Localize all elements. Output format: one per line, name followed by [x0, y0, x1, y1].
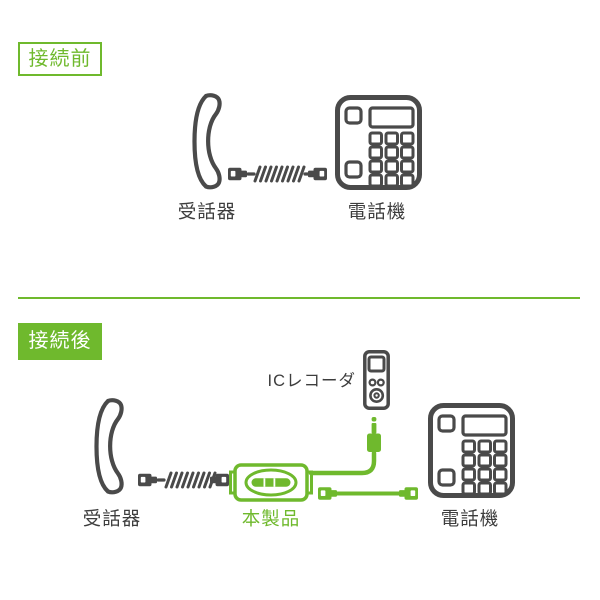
after-connection-tag: 接続後	[18, 323, 102, 360]
coiled-cord-icon	[138, 471, 229, 489]
rj-plug-icon	[399, 487, 418, 500]
telephone-icon	[431, 406, 513, 496]
rj-plug-icon	[138, 473, 157, 487]
phone-label-after: 電話機	[440, 508, 500, 529]
ic-recorder-label: ICレコーダ	[267, 372, 356, 390]
before-connection-tag: 接続前	[18, 42, 102, 76]
audio-cable	[308, 417, 381, 476]
rj-plug-icon	[308, 167, 327, 181]
audio-plug-icon	[367, 417, 381, 452]
ic-recorder-icon	[363, 350, 390, 410]
section-divider	[18, 297, 580, 299]
handset-label-after: 受話器	[82, 508, 142, 529]
handset-label-before: 受話器	[177, 201, 237, 222]
product-adapter-icon	[228, 463, 314, 502]
product-label: 本製品	[241, 508, 301, 529]
rj-plug-icon	[228, 167, 247, 181]
phone-cable	[318, 487, 418, 500]
coiled-cord-icon	[228, 165, 327, 183]
rj-plug-icon	[318, 487, 337, 500]
handset-icon	[97, 400, 122, 492]
telephone-icon	[338, 98, 420, 188]
before-connection-diagram	[150, 85, 440, 205]
after-connection-diagram	[80, 350, 520, 502]
phone-label-before: 電話機	[347, 201, 407, 222]
handset-icon	[195, 95, 220, 187]
